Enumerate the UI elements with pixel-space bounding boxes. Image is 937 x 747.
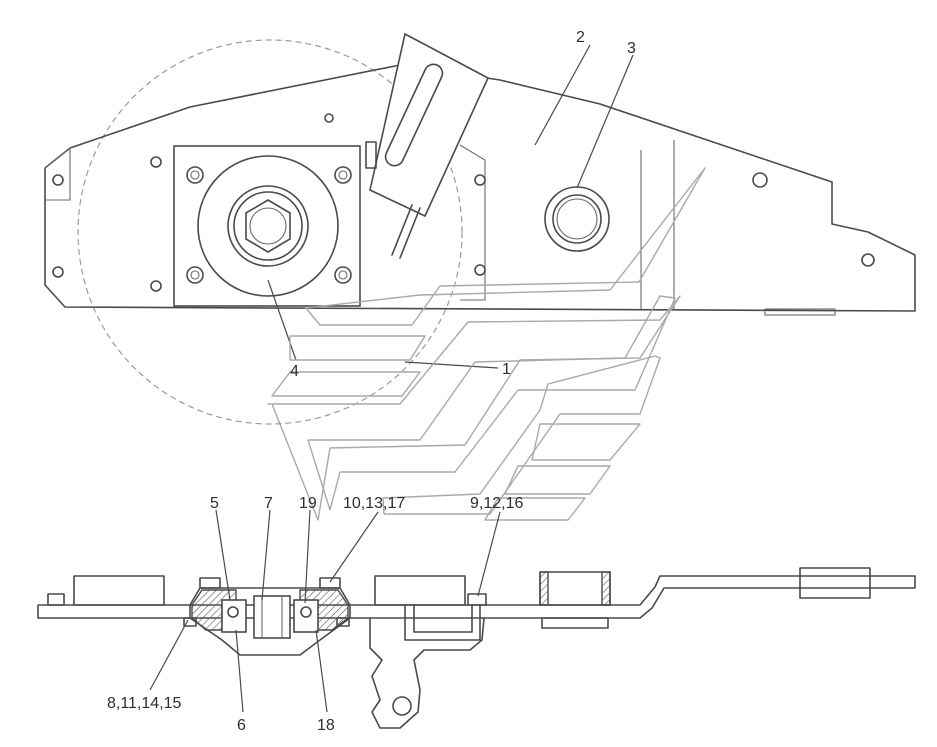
leader-3 <box>576 54 634 189</box>
right-bush-hatch <box>601 571 611 606</box>
bolt-head <box>47 593 65 606</box>
u-bolt <box>413 604 473 633</box>
bottom-tab <box>764 308 836 316</box>
shaft <box>253 595 291 639</box>
tensioner-slot <box>384 63 444 167</box>
leader-1 <box>404 361 499 369</box>
callout-8-11-14-15: 8,11,14,15 <box>107 695 182 712</box>
right-bush-hatch <box>539 571 549 606</box>
tensioner-rod <box>399 207 421 259</box>
top-view <box>44 32 916 425</box>
flange-bolt-inner <box>190 270 200 280</box>
leader-9 <box>477 511 501 597</box>
callout-3: 3 <box>627 40 636 57</box>
bearing-race <box>221 599 247 633</box>
callout-10-13-17: 10,13,17 <box>343 495 405 512</box>
hanging-bracket <box>369 617 485 729</box>
right-bush-lower <box>541 617 609 629</box>
tensioner-plate <box>369 32 490 218</box>
callout-6: 6 <box>237 717 246 734</box>
bracket-hole <box>392 696 412 716</box>
flange-bolt-inner <box>338 170 348 180</box>
bolt-head <box>319 577 341 589</box>
bracket-ear-right <box>459 144 486 301</box>
bearing-ball <box>300 606 312 618</box>
leader-8 <box>149 619 189 691</box>
flange-bolt <box>334 266 352 284</box>
callout-5: 5 <box>210 495 219 512</box>
hex-shaft-inner <box>249 207 287 245</box>
tensioner-rod <box>391 204 413 256</box>
tensioner-clip <box>365 141 377 169</box>
right-bush <box>539 571 611 606</box>
flange-bolt-inner <box>190 170 200 180</box>
leader-10 <box>329 511 379 583</box>
bearing-ring <box>227 185 309 267</box>
bushing-inner <box>552 194 602 244</box>
callout-7: 7 <box>264 495 273 512</box>
u-bolt <box>404 604 481 641</box>
hole <box>52 266 64 278</box>
bolt-head <box>467 593 487 606</box>
bushing-bore <box>556 198 598 240</box>
bearing-ring-inner <box>233 191 303 261</box>
flange-bolt <box>334 166 352 184</box>
bushing <box>544 186 610 252</box>
leader-19 <box>304 509 311 604</box>
left-block <box>73 575 165 606</box>
clamp-block <box>799 567 871 599</box>
callout-18: 18 <box>317 717 335 734</box>
hex-shaft <box>245 199 291 253</box>
stripe-graphic <box>267 167 706 521</box>
callout-9-12-16: 9,12,16 <box>470 495 523 512</box>
hole <box>861 253 875 267</box>
hole <box>474 264 486 276</box>
bracket-ear-left <box>44 146 71 201</box>
bearing-flange <box>173 145 361 307</box>
hole <box>150 156 162 168</box>
middle-block <box>374 575 466 606</box>
hole <box>150 280 162 292</box>
hole <box>474 174 486 186</box>
callout-4: 4 <box>290 363 299 380</box>
leader-5 <box>215 509 231 601</box>
housing-section <box>189 587 351 656</box>
leader-6 <box>235 629 244 713</box>
leader-7 <box>261 509 271 601</box>
flange-bolt-inner <box>338 270 348 280</box>
callout-19: 19 <box>299 495 317 512</box>
bearing-housing <box>197 155 339 297</box>
callout-2: 2 <box>576 29 585 46</box>
flange-bolt <box>186 266 204 284</box>
flange-bolt <box>186 166 204 184</box>
callout-labels: 1 2 3 4 5 7 19 10,13,17 9,12,16 8,11,14,… <box>107 29 636 734</box>
leader-2 <box>534 44 591 146</box>
hole <box>752 172 768 188</box>
bearing-ball <box>227 606 239 618</box>
disc-outline <box>77 39 463 425</box>
bearing-race <box>293 599 319 633</box>
hole <box>324 113 334 123</box>
bolt-head <box>199 577 221 589</box>
section-view <box>37 509 916 729</box>
hole <box>52 174 64 186</box>
callout-1: 1 <box>502 361 511 378</box>
base-plate <box>37 575 916 619</box>
leader-18 <box>315 629 328 713</box>
leader-4 <box>267 279 297 361</box>
